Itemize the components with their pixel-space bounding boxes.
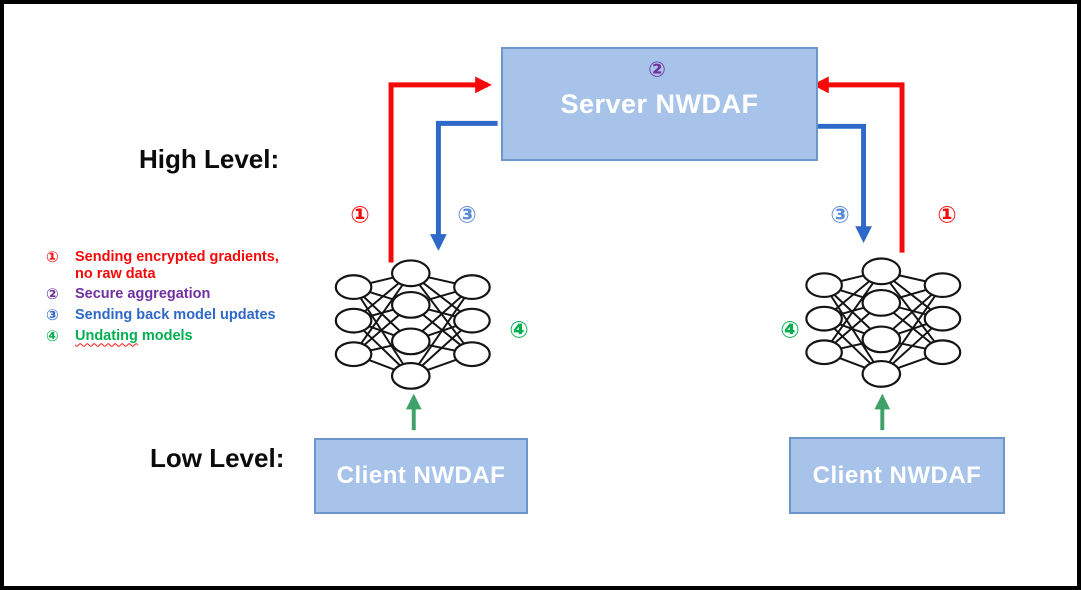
neural-network-left xyxy=(334,259,491,390)
neural-network-right xyxy=(805,257,962,388)
red-up-arrow-right xyxy=(812,76,905,253)
step4-marker-left: ④ xyxy=(509,316,529,343)
legend-num-2: ② xyxy=(46,286,59,304)
legend-item-4: ④ Undating models xyxy=(46,328,324,346)
legend-item-2: ② Secure aggregation xyxy=(46,286,324,304)
high-level-label: High Level: xyxy=(139,144,280,174)
legend-num-4: ④ xyxy=(46,327,59,345)
blue-down-arrow-right xyxy=(806,123,872,243)
arrows-layer xyxy=(334,76,962,431)
server-nwdaf-label: Server NWDAF xyxy=(560,88,759,119)
legend-item-3: ③ Sending back model updates xyxy=(46,307,324,325)
step3-marker-left: ③ xyxy=(457,201,477,228)
blue-down-arrow-left xyxy=(430,120,498,251)
step1-marker-right: ① xyxy=(937,201,957,228)
client-nwdaf-label-left: Client NWDAF xyxy=(336,462,506,489)
legend-text-1: Sending encrypted gradients, no raw data xyxy=(75,249,279,283)
server-nwdaf-box: Server NWDAF xyxy=(501,47,818,161)
legend-text-2: Secure aggregation xyxy=(75,286,211,303)
client-nwdaf-box-right: Client NWDAF xyxy=(789,437,1005,514)
red-up-arrow-left xyxy=(388,76,492,263)
legend-num-1: ① xyxy=(46,249,59,266)
legend-num-3: ③ xyxy=(46,306,59,324)
step1-marker-left: ① xyxy=(350,201,370,228)
step2-marker-server: ② xyxy=(648,58,666,82)
legend: ① Sending encrypted gradients, no raw da… xyxy=(46,249,324,348)
legend-text-3: Sending back model updates xyxy=(75,306,276,323)
legend-item-1: ① Sending encrypted gradients, no raw da… xyxy=(46,249,324,283)
legend-text-4: Undating models xyxy=(75,327,193,344)
step4-marker-right: ④ xyxy=(780,316,800,343)
low-level-label: Low Level: xyxy=(150,443,285,473)
client-nwdaf-box-left: Client NWDAF xyxy=(314,438,528,514)
client-nwdaf-label-right: Client NWDAF xyxy=(812,461,982,489)
step3-marker-right: ③ xyxy=(830,201,850,228)
